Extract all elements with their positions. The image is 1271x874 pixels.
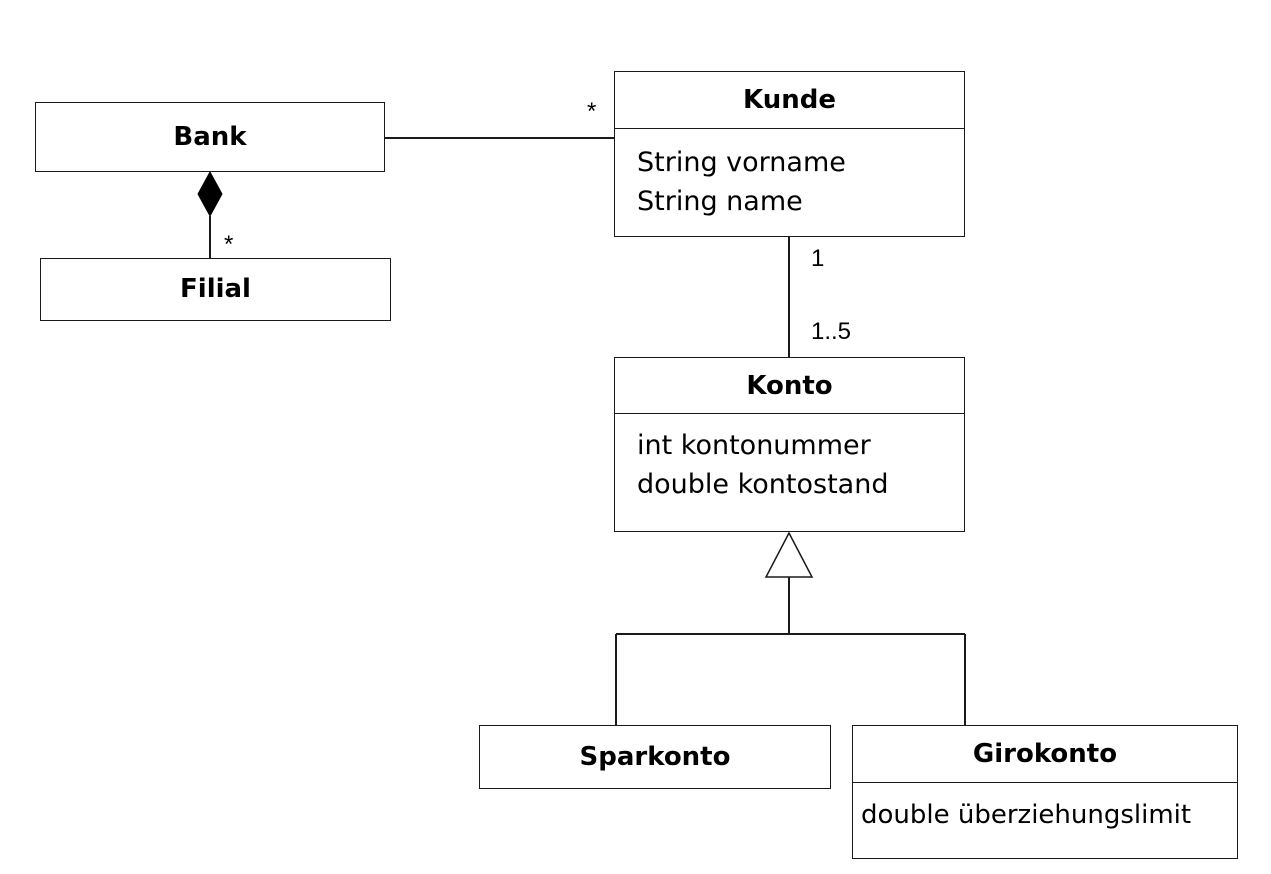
- composition-diamond: [197, 170, 223, 218]
- class-girokonto: Girokonto double überziehungslimit: [852, 725, 1238, 859]
- class-girokonto-attribute: double überziehungslimit: [861, 800, 1192, 830]
- class-filial: Filial: [40, 258, 391, 321]
- class-kunde-attribute: String name: [637, 186, 803, 217]
- class-konto: Konto int kontonummer double kontostand: [614, 357, 965, 532]
- multiplicity-bank-filial: *: [224, 231, 234, 258]
- multiplicity-bank-kunde: *: [587, 98, 597, 125]
- class-kunde-attribute: String vorname: [637, 147, 846, 178]
- class-bank: Bank: [35, 102, 385, 172]
- class-bank-name: Bank: [173, 121, 247, 152]
- multiplicity-kunde-konto-top: 1: [811, 245, 825, 272]
- class-konto-attributes: int kontonummer double kontostand: [615, 414, 964, 504]
- class-kunde: Kunde String vorname String name: [614, 71, 965, 237]
- class-konto-name: Konto: [615, 358, 964, 414]
- class-kunde-name: Kunde: [615, 72, 964, 129]
- class-sparkonto-name: Sparkonto: [579, 741, 731, 772]
- class-girokonto-attributes: double überziehungslimit: [853, 783, 1237, 833]
- class-filial-name: Filial: [180, 274, 251, 304]
- class-sparkonto: Sparkonto: [479, 725, 831, 789]
- class-girokonto-name: Girokonto: [853, 726, 1237, 783]
- class-konto-attribute: int kontonummer: [637, 430, 871, 461]
- multiplicity-kunde-konto-bottom: 1..5: [811, 318, 852, 345]
- class-kunde-attributes: String vorname String name: [615, 129, 964, 221]
- class-konto-attribute: double kontostand: [637, 469, 889, 500]
- inheritance-triangle: [764, 531, 814, 578]
